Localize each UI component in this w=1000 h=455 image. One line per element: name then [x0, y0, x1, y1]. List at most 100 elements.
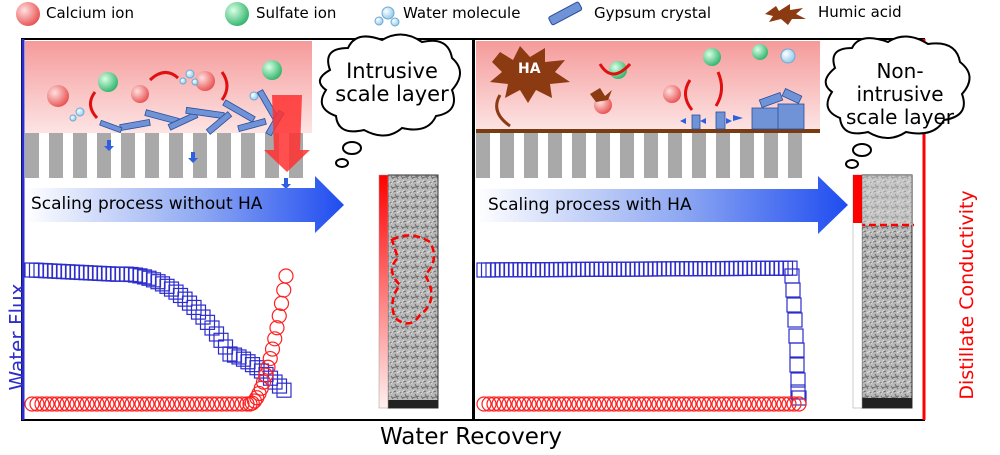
legend-label-water: Water molecule: [403, 4, 521, 22]
left-conductivity-marker: [253, 380, 269, 396]
right-flux-marker: [696, 261, 713, 277]
right-flux-marker: [570, 261, 587, 278]
right-flux-marker: [787, 312, 803, 328]
right-flux-marker: [579, 261, 596, 277]
left-conductivity-marker: [194, 396, 210, 412]
right-flux-marker: [759, 260, 776, 276]
right-conductivity-marker: [666, 396, 682, 412]
left-conductivity-marker: [209, 396, 225, 412]
right-conductivity-marker: [511, 396, 527, 412]
right-flux-marker: [660, 261, 677, 277]
left-conductivity-marker: [109, 396, 125, 412]
left-flux-marker: [154, 276, 171, 292]
right-conductivity-marker: [746, 396, 762, 412]
left-conductivity-marker: [129, 396, 145, 412]
right-flux-marker: [789, 342, 805, 358]
right-conductivity-marker: [556, 396, 572, 412]
left-conductivity-marker: [273, 295, 290, 311]
right-conductivity-marker: [496, 396, 512, 412]
legend-label-gypsum: Gypsum crystal: [594, 4, 712, 22]
left-flux-marker: [73, 264, 90, 281]
left-conductivity-marker: [264, 341, 281, 357]
right-flux-marker: [615, 261, 632, 277]
right-flux-marker: [476, 262, 492, 278]
right-flux-marker: [521, 262, 537, 278]
right-conductivity-marker: [716, 396, 732, 412]
humic-acid-icon: [765, 4, 806, 25]
left-flux-marker: [186, 299, 202, 316]
left-conductivity-marker: [234, 396, 250, 412]
left-flux-marker: [37, 263, 54, 279]
left-flux-marker: [78, 265, 94, 281]
left-conductivity-marker: [224, 396, 240, 412]
right-conductivity-marker: [501, 396, 517, 412]
right-conductivity-marker: [536, 396, 552, 412]
right-conductivity-marker: [526, 396, 542, 412]
right-flux-marker: [548, 261, 564, 278]
left-flux-marker: [271, 378, 288, 394]
left-flux-marker: [172, 287, 189, 304]
data-series: [24, 260, 807, 412]
x-axis-title: Water Recovery: [380, 424, 562, 450]
left-conductivity-marker: [255, 374, 272, 390]
right-conductivity-marker: [721, 396, 737, 412]
right-flux-marker: [485, 262, 501, 278]
left-flux-marker: [235, 351, 252, 367]
left-process-arrow: [25, 176, 344, 233]
right-flux-marker: [788, 328, 804, 344]
right-conductivity-marker: [541, 396, 557, 412]
right-flux-marker: [611, 261, 627, 277]
right-flux-marker: [629, 261, 645, 277]
left-flux-marker: [276, 382, 292, 398]
left-conductivity-marker: [24, 396, 40, 412]
left-schematic: [25, 41, 312, 189]
right-flux-marker: [480, 262, 497, 278]
right-flux-marker: [719, 260, 735, 277]
right-conductivity-marker: [631, 396, 647, 412]
left-flux-marker: [55, 263, 72, 280]
right-conductivity-marker: [646, 396, 662, 412]
right-flux-marker: [755, 260, 771, 276]
left-flux-marker: [159, 278, 175, 294]
right-flux-marker: [606, 261, 623, 277]
right-conductivity-marker: [681, 396, 697, 412]
right-flux-marker: [597, 261, 614, 277]
right-flux-marker: [633, 261, 650, 277]
right-conductivity-marker: [621, 396, 637, 412]
right-flux-marker: [737, 260, 753, 277]
right-flux-marker: [575, 261, 591, 278]
calcium-ion-icon: [16, 2, 40, 26]
sulfate-ion-icon: [225, 2, 249, 26]
left-thought-cloud: [319, 33, 461, 168]
left-conductivity-marker: [49, 396, 65, 412]
water-molecule-icon: [374, 6, 400, 27]
right-flux-marker: [593, 261, 609, 277]
left-flux-marker: [204, 320, 220, 336]
left-conductivity-marker: [174, 396, 190, 412]
left-conductivity-marker: [124, 396, 140, 412]
right-flux-marker: [687, 261, 704, 277]
right-flux-marker: [507, 262, 524, 278]
ha-badge: HA: [518, 61, 541, 77]
right-flux-marker: [786, 297, 802, 313]
left-conductivity-marker: [54, 396, 70, 412]
right-conductivity-marker: [676, 396, 692, 412]
left-conductivity-marker: [271, 308, 287, 324]
right-conductivity-marker: [596, 396, 612, 412]
right-conductivity-marker: [551, 396, 567, 412]
right-conductivity-marker: [546, 396, 562, 412]
right-flux-marker: [525, 262, 542, 278]
right-conductivity-marker: [636, 396, 652, 412]
left-conductivity-marker: [199, 396, 215, 412]
left-flux-marker: [199, 314, 216, 330]
left-flux-marker: [109, 266, 126, 282]
right-conductivity-marker: [791, 396, 807, 412]
right-flux-marker: [782, 260, 798, 276]
left-conductivity-marker: [64, 396, 80, 412]
left-conductivity-marker: [267, 331, 283, 347]
left-flux-marker: [100, 266, 117, 282]
left-conductivity-marker: [99, 396, 115, 412]
left-conductivity-marker: [169, 396, 185, 412]
right-flux-marker: [588, 261, 605, 277]
left-cloud-text: Intrusive scale layer: [335, 59, 449, 106]
